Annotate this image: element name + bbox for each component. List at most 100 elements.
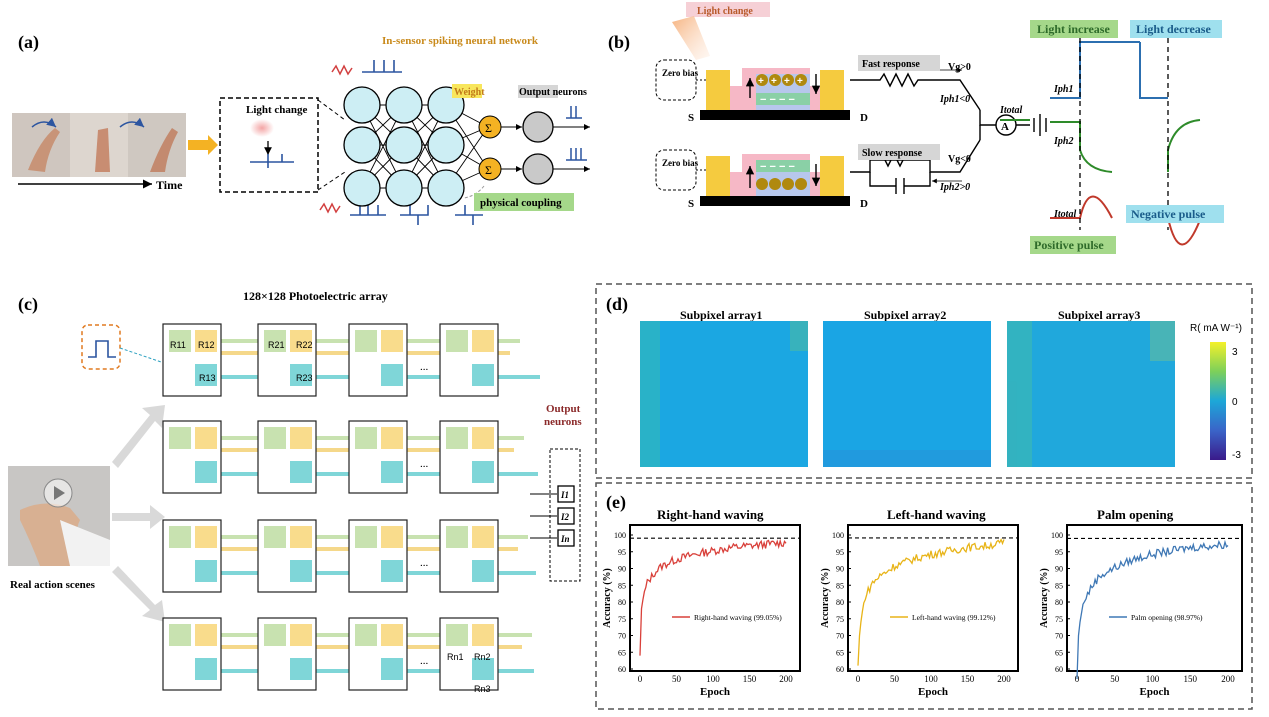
- colorbar: [1210, 342, 1226, 460]
- itotal-trace-label: Itotal: [1053, 209, 1076, 220]
- cell-label: R11: [170, 340, 186, 350]
- fast-response-label: Fast response: [862, 59, 920, 70]
- array-title: 128×128 Photoelectric array: [243, 289, 388, 303]
- light-change-box: [219, 97, 319, 193]
- subpixel-title-1: Subpixel array1: [680, 308, 762, 322]
- cell-label: Rn2: [474, 652, 491, 662]
- panel-e-label: (e): [606, 492, 626, 513]
- cell-label: R12: [198, 340, 215, 350]
- light-glow-icon: [250, 119, 274, 137]
- light-wave-icon: [331, 64, 353, 76]
- zero-bias-bottom: Zero bias: [662, 158, 699, 168]
- light-decrease-label: Light decrease: [1136, 22, 1211, 36]
- hand-photo-strip: [12, 113, 186, 177]
- subpixel-title-2: Subpixel array2: [864, 308, 946, 322]
- device-bottom: Zero bias S D − − − −: [655, 149, 868, 210]
- subpixel-title-3: Subpixel array3: [1058, 308, 1140, 322]
- row-ellipsis: ...: [420, 655, 429, 667]
- snn-network: [361, 104, 489, 189]
- y-tick-label: 80: [618, 598, 626, 607]
- snn-title: In-sensor spiking neural network: [382, 35, 539, 47]
- y-tick-label: 65: [1055, 648, 1063, 657]
- panel-a: (a) Time Light change In-sensor spiking …: [12, 32, 590, 225]
- x-tick-label: 200: [1221, 674, 1235, 684]
- panel-d: (d) Subpixel array1 Subpixel array2 Subp…: [595, 283, 1253, 479]
- cell-label: R22: [296, 340, 313, 350]
- x-tick-label: 150: [961, 674, 975, 684]
- y-tick-label: 70: [618, 632, 626, 641]
- y-tick-label: 85: [1055, 581, 1063, 590]
- y-tick-label: 95: [618, 548, 626, 557]
- orange-arrow-icon: [188, 135, 218, 155]
- output-neuron: [557, 529, 575, 547]
- y-tick-label: 90: [618, 565, 626, 574]
- x-axis-label: Epoch: [918, 686, 948, 698]
- circuit: [850, 67, 1047, 194]
- a-light-change-label: Light change: [246, 104, 308, 116]
- cell-label: Rn1: [447, 652, 464, 662]
- output-neuron-box: [549, 448, 581, 582]
- pulse-box: [81, 324, 121, 370]
- y-tick-label: 75: [618, 615, 626, 624]
- panel-e: (e) Right-hand waving 100 95 90 85 80 75 70 65 60…: [595, 482, 1253, 710]
- physical-coupling-label: physical coupling: [480, 197, 562, 209]
- colorbar-title: R( mA W⁻¹): [1190, 323, 1242, 334]
- colorbar-tick-mid: 0: [1232, 397, 1238, 408]
- sum-icon-2: Σ: [485, 163, 492, 177]
- y-tick-label: 100: [1051, 531, 1063, 540]
- y-axis-label: Accuracy (%): [1039, 568, 1050, 628]
- legend-label: Right-hand waving (99.05%): [694, 613, 782, 622]
- y-tick-label: 75: [1055, 615, 1063, 624]
- plus-charge-icon: +: [784, 76, 790, 87]
- x-tick-label: 50: [1110, 674, 1120, 684]
- zero-bias-top: Zero bias: [662, 68, 699, 78]
- accuracy-series-line: [857, 537, 1005, 666]
- panel-a-label: (a): [18, 32, 39, 53]
- plot-frame: [629, 524, 801, 672]
- light-increase-label: Light increase: [1037, 22, 1110, 36]
- x-axis-label: Epoch: [700, 686, 730, 698]
- x-tick-label: 150: [743, 674, 757, 684]
- y-tick-label: 100: [832, 531, 844, 540]
- legend-label: Left-hand waving (99.12%): [912, 613, 996, 622]
- plot-frame: [1066, 524, 1243, 672]
- output-neurons-c-1: Output: [546, 403, 581, 415]
- panel-c: (c) 128×128 Photoelectric array Real act…: [8, 289, 582, 694]
- legend-label: Palm opening (98.97%): [1131, 613, 1203, 622]
- subpixel-map-1: [640, 321, 808, 467]
- b-light-change-label: Light change: [697, 6, 753, 17]
- real-action-label: Real action scenes: [10, 579, 96, 591]
- colorbar-tick-max: 3: [1232, 347, 1238, 358]
- output-neuron-label: I2: [560, 512, 570, 522]
- panel-c-label: (c): [18, 294, 38, 315]
- y-tick-label: 60: [836, 665, 844, 674]
- y-tick-label: 90: [836, 565, 844, 574]
- array-row: ...: [162, 519, 536, 593]
- x-axis-label: Epoch: [1140, 686, 1170, 698]
- output-neurons-c-2: neurons: [544, 416, 582, 428]
- iph1-trace-label: Iph1: [1053, 84, 1073, 95]
- row-ellipsis: ...: [420, 557, 429, 569]
- panel-d-label: (d): [606, 294, 628, 315]
- row-ellipsis: ...: [420, 361, 429, 373]
- ammeter-icon: A: [1001, 121, 1009, 133]
- plot-title: Right-hand waving: [657, 507, 764, 522]
- array-row: ...: [162, 323, 540, 397]
- cell-label: R13: [199, 373, 216, 383]
- x-tick-label: 50: [890, 674, 900, 684]
- itotal-trace: [1050, 195, 1113, 219]
- cell-label: R23: [296, 373, 313, 383]
- x-tick-label: 100: [706, 674, 720, 684]
- slow-response-label: Slow response: [862, 148, 923, 159]
- y-tick-label: 60: [618, 665, 626, 674]
- output-neurons-label-a: Output neurons: [519, 87, 587, 98]
- sum-icon-1: Σ: [485, 121, 492, 135]
- y-tick-label: 80: [836, 598, 844, 607]
- iph2-trace-label: Iph2: [1053, 136, 1073, 147]
- x-tick-label: 100: [924, 674, 938, 684]
